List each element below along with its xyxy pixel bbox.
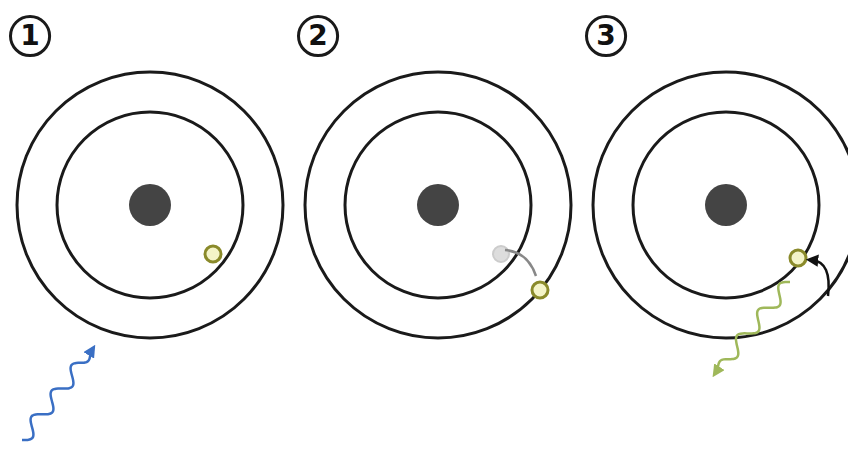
electron bbox=[790, 250, 806, 266]
atom-2 bbox=[305, 72, 571, 338]
step-number: 2 bbox=[308, 22, 327, 50]
step-number: 3 bbox=[596, 22, 615, 50]
emitted-photon bbox=[716, 282, 790, 372]
electron bbox=[532, 282, 548, 298]
jump-path bbox=[505, 250, 536, 276]
step-number: 1 bbox=[20, 22, 39, 50]
atom-3 bbox=[593, 72, 848, 338]
step-number-circle: 1 bbox=[9, 15, 51, 57]
step-number-circle: 2 bbox=[297, 15, 339, 57]
ghost-electron bbox=[493, 246, 509, 262]
drop-arrow bbox=[812, 260, 829, 296]
step-number-circle: 3 bbox=[585, 15, 627, 57]
atom-1 bbox=[17, 72, 283, 338]
electron bbox=[205, 246, 221, 262]
incoming-photon bbox=[22, 350, 92, 440]
